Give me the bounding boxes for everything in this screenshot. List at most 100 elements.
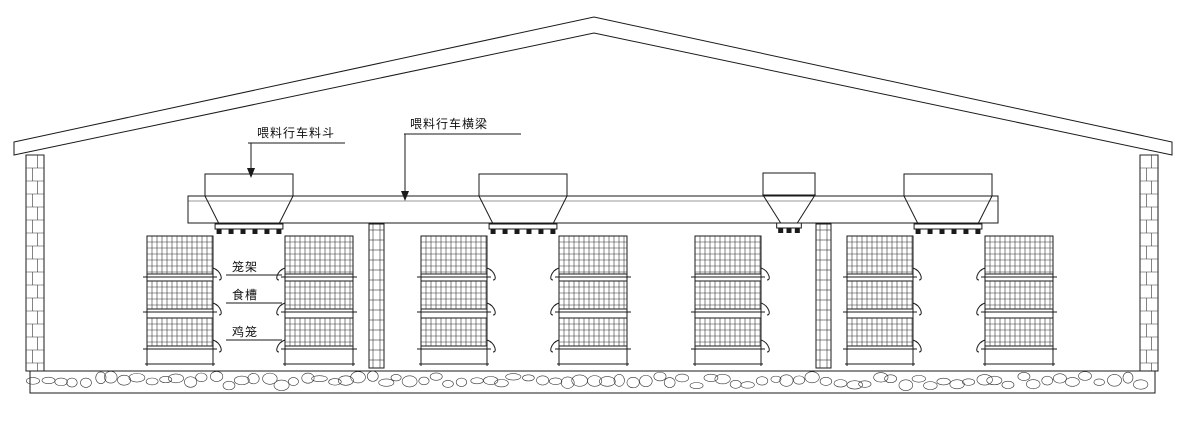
cobble [222,380,236,391]
label-feeder-beam: 喂料行车横梁 [410,116,488,131]
cobble [288,377,299,386]
trough-lip [550,339,560,353]
hopper-funnel [903,195,993,225]
cage-stack [691,235,770,366]
nozzle [252,229,258,234]
nozzle [526,229,532,234]
cobble [703,373,719,382]
wall-outline [1139,154,1159,372]
trough-lip [976,302,986,316]
cobble [95,371,107,384]
cobble [470,377,484,385]
nozzle [490,229,496,234]
feeder-beam [187,195,999,224]
support-posts [368,223,832,369]
cobble [25,377,40,385]
nozzle [502,229,508,234]
trough-lip [912,302,922,316]
cobble [80,377,92,388]
cobble [328,378,342,386]
cobble [729,379,742,389]
cobble [367,370,379,382]
trough-lip [212,267,222,281]
cobble [418,376,430,386]
hopper-funnel [204,195,294,225]
feeder-hoppers [204,172,993,234]
nozzle [975,229,981,234]
cobble [549,377,563,385]
trough-lip [550,267,560,281]
cobble [884,374,897,384]
cobble [128,373,146,383]
hopper-box [204,173,294,197]
cobble [846,380,863,390]
cobble [663,377,676,388]
trough-lip [760,267,770,281]
cobble [159,375,173,384]
cage-stack [976,235,1057,366]
cobble [401,375,418,388]
chicken-cage [420,317,488,347]
nozzle [915,229,921,234]
chicken-cage [846,280,914,310]
trough-lip [276,339,286,353]
hopper-box [762,172,816,196]
cobble [779,374,794,387]
annotations: 喂料行车料斗 喂料行车横梁 笼架 食槽 鸡笼 [226,116,521,341]
chicken-cage [694,280,762,310]
hopper-funnel [762,194,816,224]
cobble [1017,372,1031,381]
cobble [675,373,689,383]
nozzle [794,228,800,233]
distributor-bar [214,223,284,230]
cobble [167,373,184,384]
cage-stack [550,235,631,366]
cobble [587,375,603,387]
distributor-bar [488,223,558,230]
cobble [536,375,550,386]
cobble [689,382,704,390]
chicken-cage [284,317,354,347]
cobble [599,376,616,387]
cobble [195,372,208,383]
cobble [873,372,889,383]
cobble [714,373,731,385]
nozzle [939,229,945,234]
cobble [1078,371,1092,381]
cobble [911,375,926,383]
cobble [1133,379,1149,390]
chicken-cage [846,317,914,347]
cage-stack [276,235,357,366]
cobble [962,378,976,386]
cobble [273,379,290,391]
nozzle [538,229,544,234]
chicken-cage [420,235,488,275]
cobble [858,380,872,388]
label-cage-frame: 笼架 [232,259,258,274]
chicken-cage [694,317,762,347]
trough-lip [550,302,560,316]
cobble [653,371,667,382]
cobble [626,376,640,389]
label-feed-trough: 食槽 [232,287,258,302]
cage-stacks [143,235,1057,366]
ground-foundation [25,370,1156,394]
hopper-box [478,173,568,197]
cobble [1041,375,1054,386]
nozzle [778,228,784,233]
cobble [117,374,132,386]
cobble [390,374,402,382]
cobble [494,379,509,388]
cobble [301,372,315,384]
chicken-cage [694,235,762,275]
trough-lip [912,267,922,281]
cobble [54,377,68,387]
cobble [1052,373,1067,384]
trough-lip [760,339,770,353]
cobble [949,379,965,390]
cobble [522,374,535,382]
cobble [639,375,653,387]
wall-outline [25,154,45,372]
roof [13,16,1173,156]
